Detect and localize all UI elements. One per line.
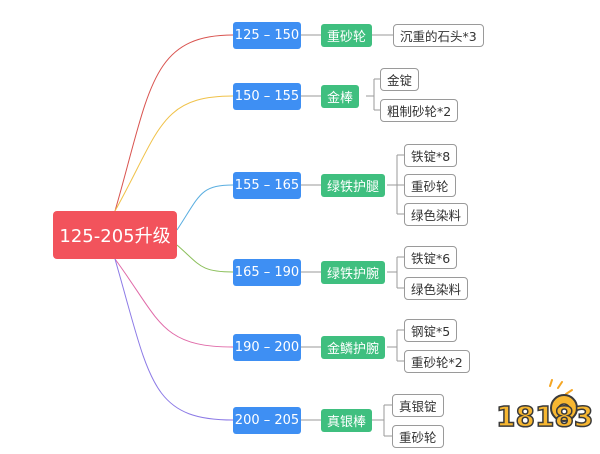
material-node-3-1[interactable]: 铁锭*8: [404, 144, 458, 167]
branch-line-5: [114, 258, 234, 348]
item-material-links: [366, 34, 404, 437]
root-node[interactable]: 125-205升级: [53, 211, 177, 259]
material-node-2-2[interactable]: 粗制砂轮*2: [380, 99, 459, 122]
material-node-6-1[interactable]: 真银锭: [392, 394, 444, 417]
material-node-5-2[interactable]: 重砂轮*2: [404, 350, 470, 373]
range-node-5[interactable]: 190 – 200: [233, 334, 301, 361]
range-node-3[interactable]: 155 – 165: [233, 172, 301, 199]
material-node-2-1[interactable]: 金锭: [380, 68, 420, 91]
material-node-5-1[interactable]: 钢锭*5: [404, 319, 458, 342]
material-node-4-2[interactable]: 绿色染料: [404, 277, 469, 300]
material-node-3-2[interactable]: 重砂轮: [404, 174, 456, 197]
item-node-1[interactable]: 重砂轮: [321, 24, 373, 47]
item-node-3[interactable]: 绿铁护腿: [321, 174, 386, 197]
range-node-2[interactable]: 150 – 155: [233, 83, 301, 110]
material-node-3-3[interactable]: 绿色染料: [404, 203, 469, 226]
item-node-6[interactable]: 真银棒: [321, 409, 373, 432]
material-node-6-2[interactable]: 重砂轮: [392, 425, 444, 448]
item-node-2[interactable]: 金棒: [321, 85, 360, 108]
18183-logo-icon: 18183: [495, 379, 592, 434]
branch-line-2: [114, 95, 234, 212]
range-node-4[interactable]: 165 – 190: [233, 259, 301, 286]
range-item-links: [301, 34, 321, 421]
branch-line-4: [176, 244, 234, 273]
branch-line-3: [176, 184, 234, 231]
item-node-5[interactable]: 金鳞护腕: [321, 336, 386, 359]
range-node-1[interactable]: 125 – 150: [233, 22, 301, 49]
material-node-1-1[interactable]: 沉重的石头*3: [393, 24, 484, 47]
item-node-4[interactable]: 绿铁护腕: [321, 261, 386, 284]
branch-line-6: [114, 258, 234, 421]
branch-line-1: [114, 34, 234, 212]
svg-text:18183: 18183: [496, 400, 592, 433]
range-node-6[interactable]: 200 – 205: [233, 407, 301, 434]
material-node-4-1[interactable]: 铁锭*6: [404, 246, 458, 269]
